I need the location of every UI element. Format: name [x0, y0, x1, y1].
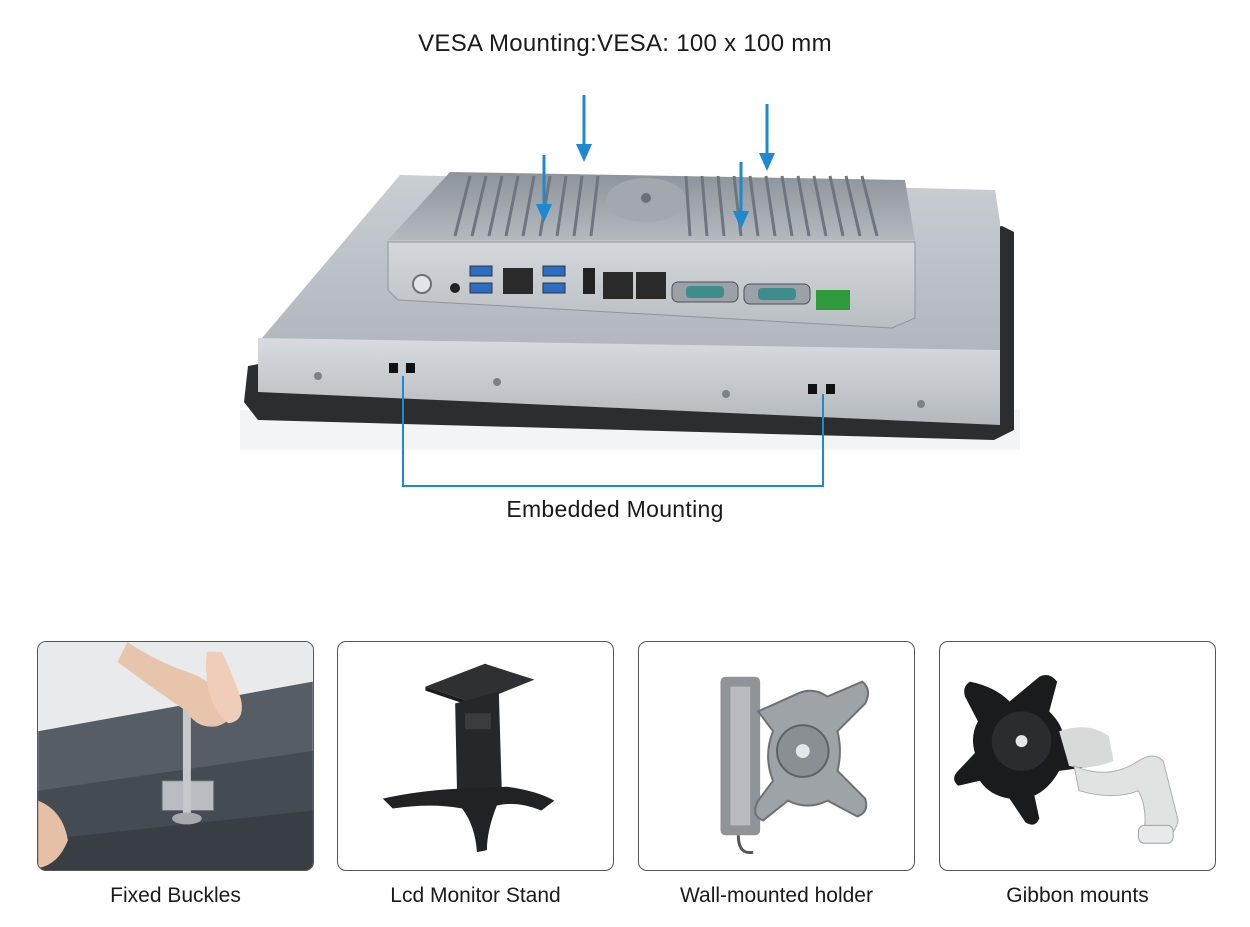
- embedded-mounting-label: Embedded Mounting: [506, 496, 724, 522]
- fixed-buckles-card: [37, 641, 314, 871]
- embedded-callout-line: [402, 376, 824, 487]
- hdmi-port: [583, 268, 595, 294]
- fixed-buckle-photo: [38, 642, 313, 870]
- power-button: [412, 274, 432, 294]
- monitor-stand-photo: [382, 663, 555, 853]
- fixed-buckles-caption: Fixed Buckles: [110, 884, 241, 907]
- wall-holder-photo: [720, 676, 870, 855]
- wall-mounted-holder-caption: Wall-mounted holder: [680, 884, 873, 907]
- gibbon-mounts-card: [939, 641, 1216, 871]
- panel-pc-rear-illustration: [240, 95, 1020, 487]
- lcd-monitor-stand-card: [337, 641, 614, 871]
- gibbon-mount-photo: [954, 675, 1179, 844]
- page-title: VESA Mounting:VESA: 100 x 100 mm: [418, 30, 832, 57]
- audio-jack: [450, 283, 460, 293]
- lan-port: [503, 268, 533, 294]
- gibbon-mounts-caption: Gibbon mounts: [1006, 884, 1149, 907]
- wall-mounted-holder-card: [638, 641, 915, 871]
- dc-terminal: [816, 290, 850, 310]
- lcd-monitor-stand-caption: Lcd Monitor Stand: [390, 884, 561, 907]
